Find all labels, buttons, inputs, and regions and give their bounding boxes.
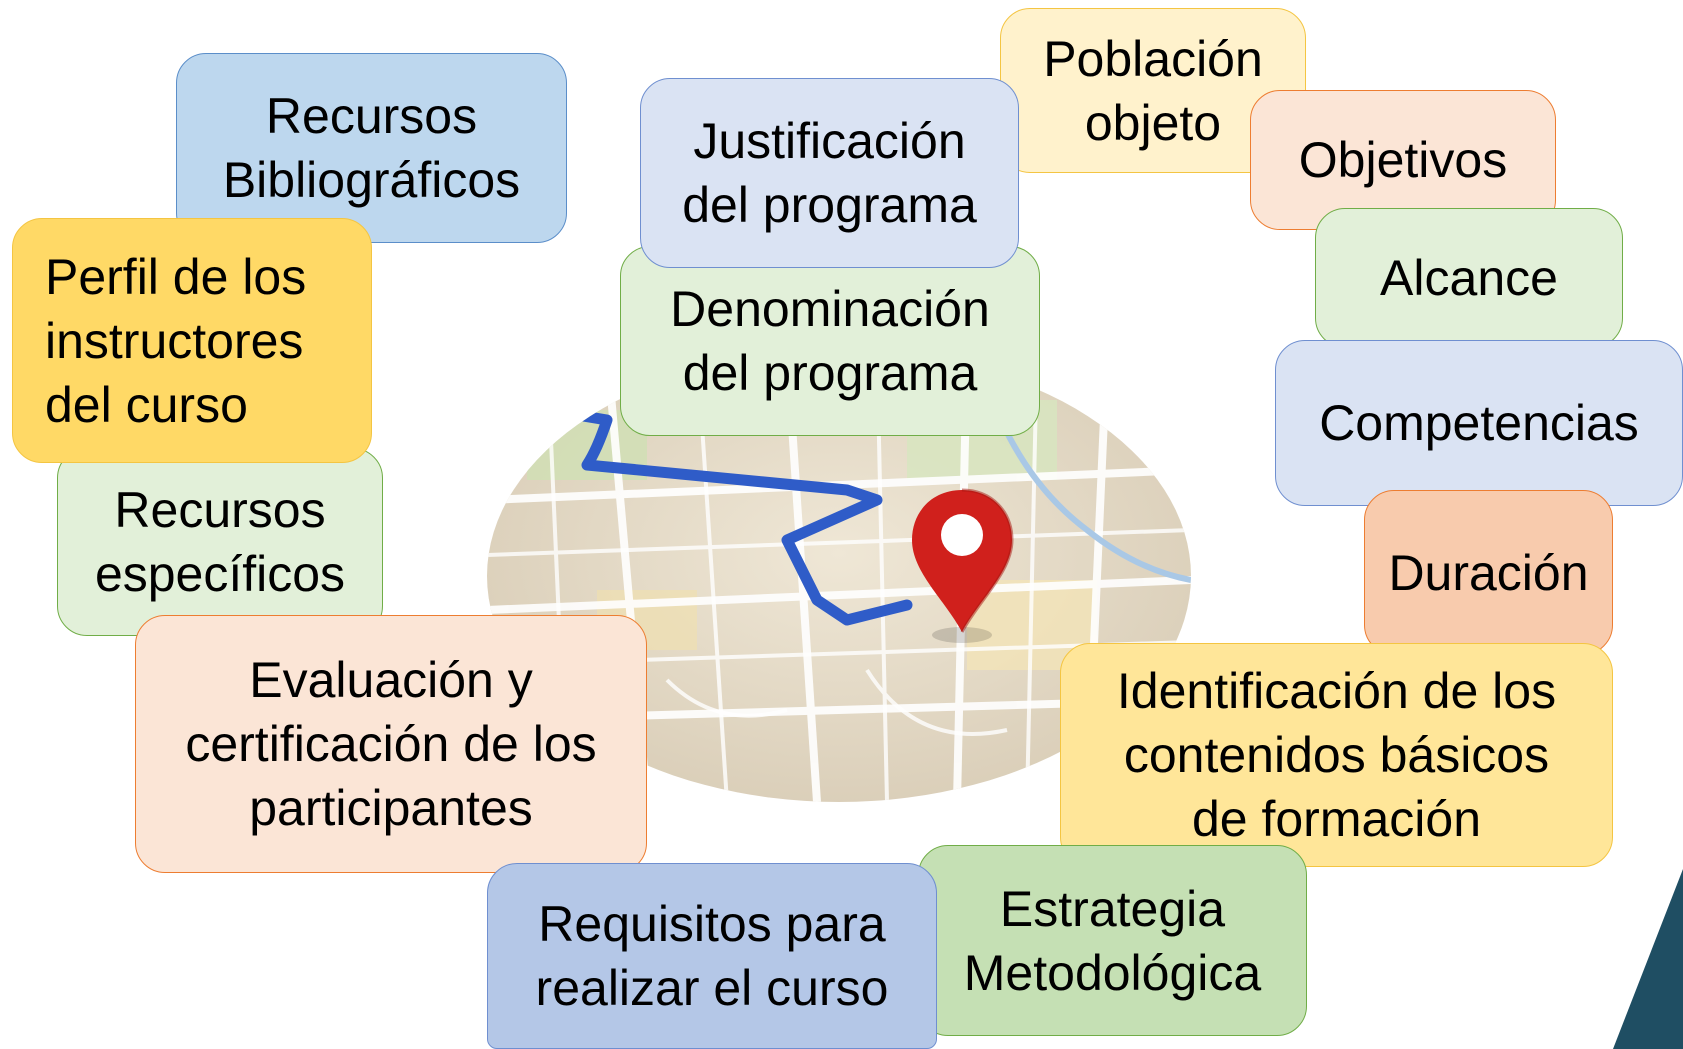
box-denominacion-programa: Denominación del programa xyxy=(620,246,1040,436)
box-evaluacion-certificacion: Evaluación y certificación de los partic… xyxy=(135,615,647,873)
box-alcance: Alcance xyxy=(1315,208,1623,348)
box-duracion: Duración xyxy=(1364,490,1613,655)
box-recursos-bibliograficos: Recursos Bibliográficos xyxy=(176,53,567,243)
box-competencias: Competencias xyxy=(1275,340,1683,506)
box-recursos-especificos: Recursos específicos xyxy=(57,448,383,636)
corner-accent-shape xyxy=(1613,869,1683,1049)
box-perfil-instructores: Perfil de los instructores del curso xyxy=(12,218,372,463)
box-objetivos: Objetivos xyxy=(1250,90,1556,230)
box-estrategia-metodologica: Estrategia Metodológica xyxy=(918,845,1307,1036)
box-requisitos-curso: Requisitos para realizar el curso xyxy=(487,863,937,1049)
location-pin-icon xyxy=(912,488,1014,633)
box-identificacion-contenidos: Identificación de los contenidos básicos… xyxy=(1060,643,1613,867)
route-path xyxy=(541,374,913,626)
box-justificacion-programa: Justificación del programa xyxy=(640,78,1019,268)
